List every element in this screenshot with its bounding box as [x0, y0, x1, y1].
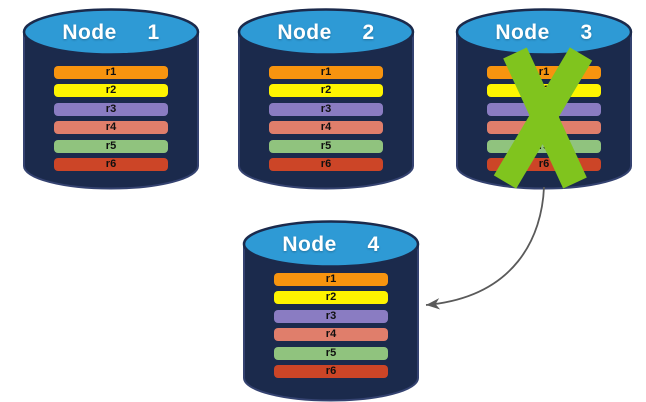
node-title: Node 4 [282, 233, 380, 256]
row-r3: r3 [269, 103, 383, 116]
node-2: Node 2 r1 r2 r3 r4 r5 r6 [237, 8, 415, 190]
node-title: Node 2 [277, 21, 375, 44]
row-r2: r2 [487, 84, 601, 97]
row-r3: r3 [274, 310, 388, 323]
row-r6: r6 [274, 365, 388, 378]
node-rows: r1 r2 r3 r4 r5 r6 [274, 273, 388, 379]
row-r4: r4 [269, 121, 383, 134]
cylinder-top-ellipse [237, 8, 415, 56]
row-r1: r1 [54, 66, 168, 79]
node-3: Node 3 r1 r2 r3 r4 r5 r6 [455, 8, 633, 190]
row-r4: r4 [487, 121, 601, 134]
row-r2: r2 [274, 291, 388, 304]
node-4: Node 4 r1 r2 r3 r4 r5 r6 [242, 220, 420, 402]
row-r5: r5 [274, 347, 388, 360]
replication-arrow [425, 186, 545, 310]
row-r2: r2 [269, 84, 383, 97]
node-rows: r1 r2 r3 r4 r5 r6 [269, 66, 383, 172]
node-1: Node 1 r1 r2 r3 r4 r5 r6 [22, 8, 200, 190]
row-r5: r5 [54, 140, 168, 153]
cylinder-top-ellipse [22, 8, 200, 56]
row-r1: r1 [487, 66, 601, 79]
row-r2: r2 [54, 84, 168, 97]
row-r4: r4 [274, 328, 388, 341]
row-r6: r6 [487, 158, 601, 171]
row-r1: r1 [274, 273, 388, 286]
node-title: Node 3 [495, 21, 593, 44]
row-r3: r3 [487, 103, 601, 116]
row-r3: r3 [54, 103, 168, 116]
cylinder-top-ellipse [242, 220, 420, 268]
row-r6: r6 [54, 158, 168, 171]
row-r5: r5 [269, 140, 383, 153]
row-r4: r4 [54, 121, 168, 134]
node-rows: r1 r2 r3 r4 r5 r6 [54, 66, 168, 172]
row-r5: r5 [487, 140, 601, 153]
node-title: Node 1 [62, 21, 160, 44]
node-rows: r1 r2 r3 r4 r5 r6 [487, 66, 601, 172]
row-r1: r1 [269, 66, 383, 79]
row-r6: r6 [269, 158, 383, 171]
